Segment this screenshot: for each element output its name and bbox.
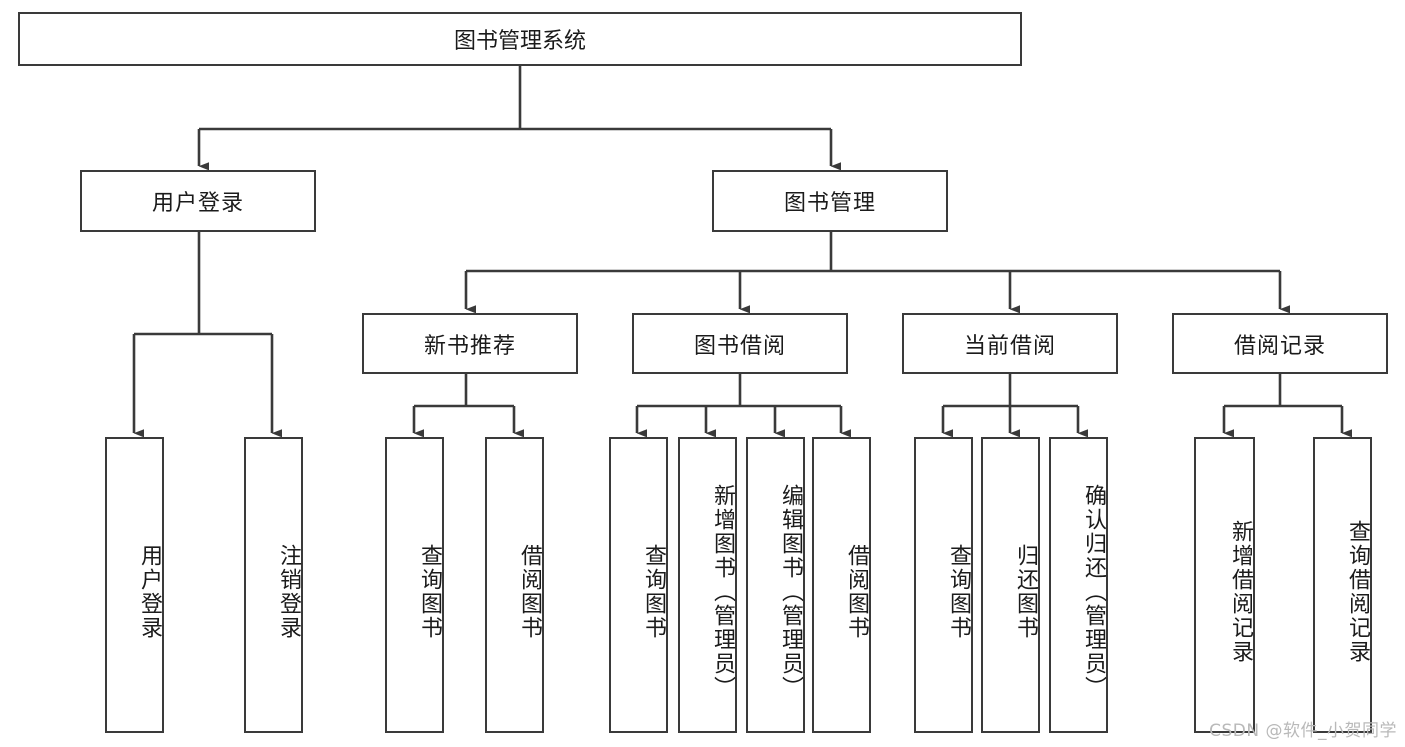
- leaf-borrow-book-recommend[interactable]: 借阅图书: [485, 437, 544, 733]
- node-current-borrow[interactable]: 当前借阅: [902, 313, 1118, 374]
- node-borrow-record[interactable]: 借阅记录: [1172, 313, 1388, 374]
- leaf-edit-book-admin[interactable]: 编辑图书（管理员）: [746, 437, 805, 733]
- leaf-query-borrow-record[interactable]: 查询借阅记录: [1313, 437, 1372, 733]
- node-user-login[interactable]: 用户登录: [80, 170, 316, 232]
- node-root-system[interactable]: 图书管理系统: [18, 12, 1022, 66]
- leaf-return-book[interactable]: 归还图书: [981, 437, 1040, 733]
- leaf-query-book-recommend[interactable]: 查询图书: [385, 437, 444, 733]
- leaf-query-book-current[interactable]: 查询图书: [914, 437, 973, 733]
- leaf-add-book-admin[interactable]: 新增图书（管理员）: [678, 437, 737, 733]
- leaf-confirm-return-admin[interactable]: 确认归还（管理员）: [1049, 437, 1108, 733]
- node-new-book-recommend[interactable]: 新书推荐: [362, 313, 578, 374]
- watermark-text: CSDN @软件_小贺同学: [1209, 721, 1397, 741]
- leaf-query-book-borrow[interactable]: 查询图书: [609, 437, 668, 733]
- leaf-logout-login[interactable]: 注销登录: [244, 437, 303, 733]
- leaf-borrow-book[interactable]: 借阅图书: [812, 437, 871, 733]
- leaf-add-borrow-record[interactable]: 新增借阅记录: [1194, 437, 1255, 733]
- node-book-management[interactable]: 图书管理: [712, 170, 948, 232]
- node-book-borrow[interactable]: 图书借阅: [632, 313, 848, 374]
- leaf-user-login[interactable]: 用户登录: [105, 437, 164, 733]
